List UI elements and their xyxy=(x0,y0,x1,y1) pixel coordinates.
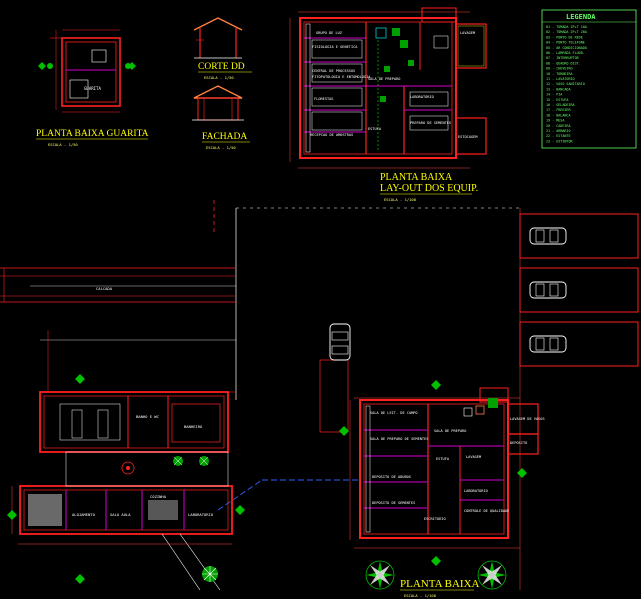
room-label-sala-aula: SALA AULA xyxy=(110,512,131,517)
layout-room-labels: GRUPO DE LUZ FISIOLOGIA E GENETICA CENTR… xyxy=(310,31,478,139)
layout-title-line1: PLANTA BAIXA xyxy=(380,172,453,183)
fachada-scale: ESCALA - 1/50 xyxy=(206,145,236,150)
main-plan-title: PLANTA BAIXA xyxy=(400,578,480,590)
layout-room-label: FITOPATOLOGIA E ENTOMOLOGIA xyxy=(312,75,371,79)
legend-item: 20 - CADEIRA xyxy=(546,124,571,128)
legend-item: 02 - TOMADA 2P+T 20A xyxy=(546,30,587,34)
legend-item: 22 - ESTANTE xyxy=(546,134,571,138)
legend-item: 16 - GELADEIRA xyxy=(546,103,575,107)
corte-title: CORTE DD xyxy=(198,62,245,72)
legend-item: 23 - EXTINTOR xyxy=(546,139,573,143)
legend-item: 11 - LAVATORIO xyxy=(546,77,575,81)
fachada-elevation xyxy=(192,85,244,121)
main-room-label: LAVAGEM DE VASOS xyxy=(510,417,545,421)
legend-item: 17 - FREEZER xyxy=(546,108,571,112)
main-room-label: SALA DE PREPARO xyxy=(434,429,466,433)
legend-item: 09 - CHUVEIRO xyxy=(546,67,573,71)
main-room-label: SALA DE PREPARO DE SEMENTES xyxy=(370,437,428,441)
room-label-cozinha: COZINHA xyxy=(150,494,167,499)
corte-scale: ESCALA - 1/50 xyxy=(204,75,234,80)
layout-room-label: ESTOCAGEM xyxy=(458,135,478,139)
site-boundaries xyxy=(0,200,521,590)
legend-item: 15 - ESTUFA xyxy=(546,98,568,102)
layout-room-label: ESTUFA xyxy=(368,127,382,131)
legend-item: 19 - MESA xyxy=(546,119,564,123)
room-label-sanitarios: BANHO E WC xyxy=(136,414,159,419)
corte-section xyxy=(193,17,243,59)
layout-room-label: FLORESTAS xyxy=(314,97,333,101)
shrub-icon xyxy=(202,566,218,582)
main-room-label: ESCRITORIO xyxy=(424,517,446,521)
guarita-scale: ESCALA - 1/50 xyxy=(48,142,78,147)
legend-item: 13 - BANCADA xyxy=(546,87,571,91)
main-room-label: LAVAGEM xyxy=(466,455,482,459)
layout-room-label: FISIOLOGIA E GENETICA xyxy=(312,45,358,49)
layout-room-label: CENTRAL DE PROCESSOS xyxy=(312,69,355,73)
legend-item: 14 - PIA xyxy=(546,93,562,97)
main-room-label: LABORATORIO xyxy=(464,489,488,493)
room-label-alojamento: ALOJAMENTO xyxy=(72,512,96,517)
alojamento-building xyxy=(11,391,233,591)
car-icon xyxy=(529,335,567,353)
room-label-banheiro: BANHEIRO xyxy=(184,424,203,429)
legend-item: 21 - ARMARIO xyxy=(546,129,571,133)
layout-scale: ESCALA - 1/100 xyxy=(384,197,417,202)
fachada-title: FACHADA xyxy=(202,132,247,142)
layout-room-label: LAVAGEM xyxy=(460,31,476,35)
main-room-label: SALA DE LEIT. DE CAMPO xyxy=(370,411,418,415)
shrub-icon xyxy=(199,456,209,466)
shrub-icon xyxy=(173,456,183,466)
guarita-room-label: GUARITA xyxy=(84,86,101,91)
main-plan xyxy=(349,387,539,549)
car-icon xyxy=(329,323,351,361)
layout-room-label: GRUPO DE LUZ xyxy=(316,31,343,35)
legend-item: 07 - INTERRUPTOR xyxy=(546,56,580,60)
tree-icon xyxy=(365,560,395,590)
legend-item: 10 - TORNEIRA xyxy=(546,72,573,76)
legend-title: LEGENDA xyxy=(566,13,596,21)
room-label-laboratorio: LABORATORIO xyxy=(188,512,214,517)
layout-room-label: RECEPCAO DE AMOSTRAS xyxy=(310,133,353,137)
main-room-label: DEPOSITO xyxy=(510,441,527,445)
guarita-plan: GUARITA xyxy=(47,29,131,113)
layout-room-label: LABORATORIO xyxy=(410,95,434,99)
legend-item: 04 - PONTO TELEFONE xyxy=(546,41,585,45)
guarita-title: PLANTA BAIXA GUARITA xyxy=(36,129,149,139)
legend-item: 12 - VASO SANITARIO xyxy=(546,82,585,86)
layout-room-label: SALA DE PREPARO xyxy=(368,77,400,81)
main-room-labels: SALA DE LEIT. DE CAMPO SALA DE PREPARO S… xyxy=(370,411,545,521)
section-marker-icon xyxy=(7,62,527,584)
tree-icon xyxy=(477,560,507,590)
main-plan-scale: ESCALA - 1/100 xyxy=(404,593,437,598)
main-room-label: ESTUFA xyxy=(436,457,450,461)
legend-item: 08 - QUADRO DIST. xyxy=(546,61,581,65)
legend-item: 06 - LAMPADA FLUOR. xyxy=(546,51,585,55)
legend-item: 03 - PONTO DE REDE xyxy=(546,35,583,39)
legend-item: 01 - TOMADA 2P+T 10A xyxy=(546,25,587,29)
layout-title-line2: LAY-OUT DOS EQUIP. xyxy=(380,183,478,194)
car-icon xyxy=(529,227,567,245)
layout-plan xyxy=(289,7,487,169)
main-room-label: DEPOSITO DE SEMENTES xyxy=(372,501,415,505)
main-room-label: CONTROLE DE QUALIDADE xyxy=(464,509,509,513)
room-label-calcada: CALCADA xyxy=(96,286,113,291)
main-room-label: DEPOSITO DE ADUBOS xyxy=(372,475,411,479)
legend-item: 18 - BALANCA xyxy=(546,113,571,117)
car-icon xyxy=(529,281,567,299)
alojamento-labels: ALOJAMENTO SALA AULA LABORATORIO BANHO E… xyxy=(72,286,214,517)
layout-room-label: PREPARO DE SEMENTES xyxy=(410,121,451,125)
legend-item: 05 - AR CONDICIONADO xyxy=(546,46,587,50)
